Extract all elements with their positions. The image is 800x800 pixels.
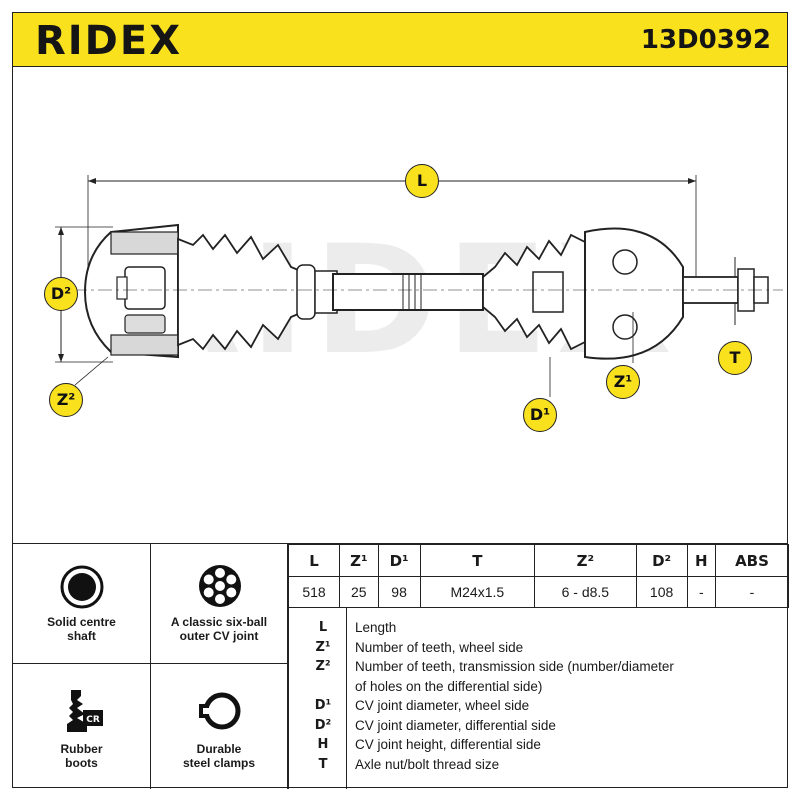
callout-z1: Z¹ (606, 365, 640, 399)
legend-row: Z¹ Number of teeth, wheel side (289, 638, 790, 657)
spec-header-row: L Z¹ D¹ T Z² D² H ABS (288, 544, 790, 577)
legend-row: L Length (289, 618, 790, 637)
legend-row: D¹ CV joint diameter, wheel side (289, 696, 790, 715)
spec-header: L (288, 544, 340, 577)
legend-code: T (318, 756, 328, 772)
feature-six-ball-joint: A classic six-ball outer CV joint (151, 544, 288, 664)
rubber-boot-icon: CR (67, 690, 103, 732)
feature-label: steel clamps (182, 756, 256, 770)
spec-value-row: 518 25 98 M24x1.5 6 - d8.5 108 - - (288, 576, 790, 608)
spec-table: L Z¹ D¹ T Z² D² H ABS 518 25 98 M24x1.5 … (288, 544, 790, 608)
spec-header: D¹ (377, 544, 421, 577)
feature-label: Solid centre (47, 615, 116, 629)
legend-row: T Axle nut/bolt thread size (289, 755, 790, 774)
feature-label: Durable (196, 742, 242, 756)
feature-label: shaft (67, 629, 96, 643)
callout-d2: D² (44, 277, 78, 311)
six-ball-joint-icon (199, 565, 241, 607)
spec-header: D² (635, 544, 688, 577)
spec-value: M24x1.5 (419, 576, 536, 608)
drive-shaft-drawing: RIDEX (12, 67, 788, 543)
spec-value: 108 (635, 576, 688, 608)
spec-header: Z¹ (339, 544, 379, 577)
spec-value: 25 (339, 576, 379, 608)
feature-label: A classic six-ball (170, 615, 268, 629)
legend-desc: CV joint diameter, differential side (355, 717, 556, 733)
legend-row: Z² Number of teeth, transmission side (n… (289, 657, 790, 676)
callout-z2: Z² (49, 383, 83, 417)
feature-steel-clamps: Durable steel clamps (151, 664, 288, 789)
legend-code: Z¹ (315, 639, 331, 655)
spec-value: - (714, 576, 790, 608)
feature-rubber-boots: CR Rubber boots (13, 664, 151, 789)
legend-row: of holes on the differential side) (289, 677, 790, 696)
legend-desc: Length (355, 620, 397, 635)
spec-value: 518 (288, 576, 340, 608)
callout-d1: D¹ (523, 398, 557, 432)
spec-header: ABS (714, 544, 790, 577)
legend-desc: Number of teeth, wheel side (355, 639, 524, 655)
solid-shaft-icon (60, 565, 104, 609)
spec-panel: Solid centre shaft A classic six-ball ou… (12, 543, 790, 789)
feature-label: boots (65, 756, 98, 770)
callout-t: T (718, 341, 752, 375)
svg-text:CR: CR (86, 715, 100, 725)
legend-desc: of holes on the differential side) (355, 678, 543, 694)
legend-code: D² (314, 717, 332, 733)
feature-label: outer CV joint (179, 629, 259, 643)
brand-logo: RIDEX (35, 18, 183, 64)
legend-code: L (318, 620, 328, 635)
legend-code: D¹ (314, 698, 332, 713)
legend-desc: CV joint diameter, wheel side (355, 698, 530, 713)
legend-desc: Axle nut/bolt thread size (355, 756, 500, 772)
callout-l: L (405, 164, 439, 198)
feature-label: Rubber (60, 742, 103, 756)
header-bar: RIDEX 13D0392 (12, 12, 788, 67)
spec-header: H (686, 544, 716, 577)
legend-desc: Number of teeth, transmission side (numb… (355, 659, 674, 674)
spec-value: - (686, 576, 716, 608)
drive-shaft-diagram: RIDEX (55, 175, 783, 397)
steel-clamp-icon (199, 692, 241, 730)
spec-header: T (419, 544, 536, 577)
legend: L Length Z¹ Number of teeth, wheel side … (288, 608, 789, 789)
legend-code: H (317, 737, 329, 752)
part-number: 13D0392 (640, 25, 771, 55)
spec-header: Z² (534, 544, 637, 577)
spec-value: 6 - d8.5 (534, 576, 637, 608)
legend-row: D² CV joint diameter, differential side (289, 716, 790, 735)
legend-code: Z² (315, 659, 331, 674)
legend-row: H CV joint height, differential side (289, 735, 790, 754)
legend-desc: CV joint height, differential side (355, 737, 541, 752)
feature-solid-shaft: Solid centre shaft (13, 544, 151, 664)
spec-value: 98 (377, 576, 421, 608)
